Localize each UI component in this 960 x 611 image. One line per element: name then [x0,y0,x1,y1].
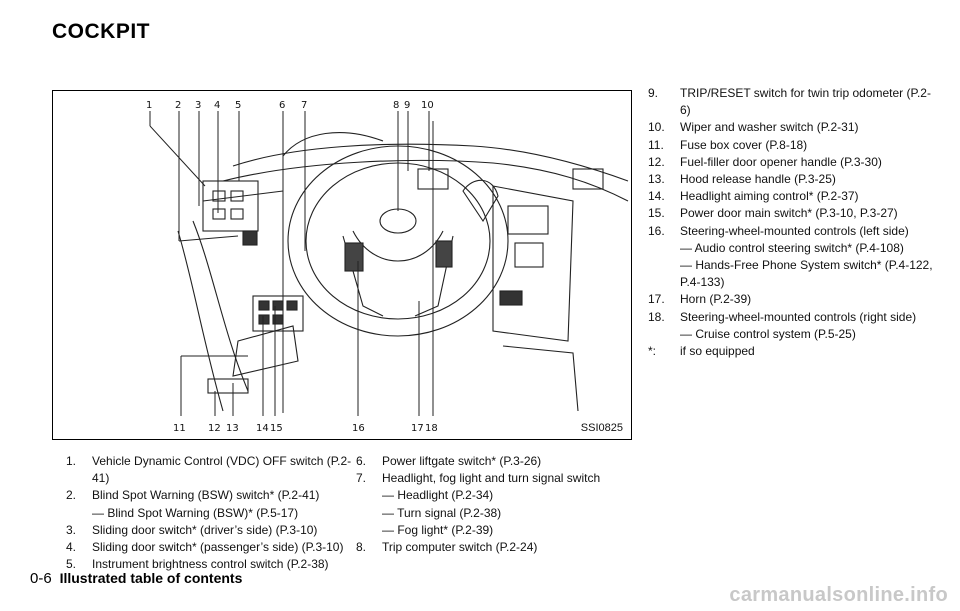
legend-item-text: Trip computer switch (P.2-24) [382,540,538,555]
legend-item: 9. TRIP/RESET switch for twin trip odomet… [648,85,938,119]
legend-item-text: Blind Spot Warning (BSW) switch* (P.2-41… [92,488,320,503]
legend-item-number: 2. [66,488,77,503]
legend-item: 3. Sliding door switch* (driver’s side) (… [66,522,366,539]
legend-item: 5. Instrument brightness control switch (… [66,556,366,573]
callout-13: 13 [226,423,239,434]
legend-column-1: 1. Vehicle Dynamic Control (VDC) OFF swit… [66,453,366,573]
legend-item-text: Wiper and washer switch (P.2-31) [680,120,859,135]
callout-11: 11 [173,423,186,434]
legend-item: 10. Wiper and washer switch (P.2-31) [648,119,938,136]
callout-1: 1 [146,100,152,111]
callout-8: 8 [393,100,399,111]
legend-item-number: 4. [66,540,77,555]
legend-item-text: Vehicle Dynamic Control (VDC) OFF switch… [92,454,352,486]
legend-subitem: Fog light* (P.2-39) [356,522,606,539]
callout-10: 10 [421,100,434,111]
legend-item-text: TRIP/RESET switch for twin trip odometer… [680,86,931,118]
legend-item: 6. Power liftgate switch* (P.3-26) [356,453,606,470]
legend-item: *: if so equipped [648,343,938,360]
legend-item: 17. Horn (P.2-39) [648,291,938,308]
legend-item-number: 5. [66,557,77,572]
section-title: COCKPIT [52,20,150,43]
legend-item-text: Sliding door switch* (passenger’s side) … [92,540,344,555]
legend-item: 18. Steering-wheel-mounted controls (righ… [648,309,938,326]
legend-subitem: Headlight (P.2-34) [356,487,606,504]
legend-item: 12. Fuel-filler door opener handle (P.3-3… [648,154,938,171]
legend-column-2: 6.Power liftgate switch* (P.3-26)7.Headl… [356,453,606,556]
legend-item-number: 18. [648,309,665,324]
legend-item-number: *: [648,344,657,359]
legend-item-text: Headlight, fog light and turn signal swi… [382,471,601,486]
callout-7: 7 [301,100,307,111]
legend-subitem: Cruise control system (P.5-25) [648,326,938,343]
callout-17: 17 [411,423,424,434]
legend-item-number: 3. [66,522,77,537]
callout-5: 5 [235,100,241,111]
callout-4: 4 [214,100,220,111]
legend-item-number: 11. [648,137,664,152]
legend-subitem: Blind Spot Warning (BSW)* (P.5-17) [66,505,366,522]
legend-item-number: 16. [648,223,665,238]
callout-6: 6 [279,100,285,111]
legend-item-text: Headlight aiming control* (P.2-37) [680,189,859,204]
callout-2: 2 [175,100,181,111]
callout-15: 15 [270,423,283,434]
legend-item: 11. Fuse box cover (P.8-18) [648,137,938,154]
legend-item: 2. Blind Spot Warning (BSW) switch* (P.2-… [66,487,366,504]
callout-9: 9 [404,100,410,111]
figure-code: SSI0825 [580,422,623,434]
legend-item-number: 6. [356,454,367,468]
legend-item-text: Power door main switch* (P.3-10, P.3-27) [680,206,898,221]
legend-item-text: Hood release handle (P.3-25) [680,172,836,187]
legend-item: 15. Power door main switch* (P.3-10, P.3-… [648,205,938,222]
legend-item-number: 15. [648,206,665,221]
legend-item-number: 10. [648,120,665,135]
callout-18: 18 [425,423,438,434]
legend-item-number: 9. [648,86,659,100]
legend-item-text: Fuse box cover (P.8-18) [680,137,808,152]
legend-item: 7. Headlight, fog light and turn signal s… [356,470,606,487]
legend-item-text: Sliding door switch* (driver’s side) (P.… [92,522,318,537]
legend-item: 14. Headlight aiming control* (P.2-37) [648,188,938,205]
callout-16: 16 [352,423,365,434]
legend-item: 16. Steering-wheel-mounted controls (left… [648,223,938,240]
legend-item-number: 13. [648,172,665,187]
callout-3: 3 [195,100,201,111]
legend-item-number: 17. [648,292,665,307]
legend-item-text: Instrument brightness control switch (P.… [92,557,329,572]
legend-item-text: Steering-wheel-mounted controls (right s… [680,309,917,324]
legend-item: 13. Hood release handle (P.3-25) [648,171,938,188]
legend-item-number: 1. [66,454,77,468]
legend-item-text: if so equipped [680,344,755,359]
legend-item: 8. Trip computer switch (P.2-24) [356,539,606,556]
watermark-text: carmanualsonline.info [729,584,948,606]
page-number: 0-6 [30,570,52,587]
cockpit-drawing: 1 2 3 4 5 6 7 8 9 10 11 12 13 14 15 16 1… [146,100,629,434]
legend-subitem: Turn signal (P.2-38) [356,505,606,522]
legend-item-text: Horn (P.2-39) [680,292,752,307]
legend-subitem: Audio control steering switch* (P.4-108) [648,240,938,257]
legend-item-number: 8. [356,540,367,555]
legend-column-3: 9. TRIP/RESET switch for twin trip odomet… [648,85,938,360]
legend-item-number: 7. [356,471,367,486]
page-footer: 0-6 Illustrated table of contents [30,570,242,587]
legend-item: 4. Sliding door switch* (passenger’s side… [66,539,366,556]
legend-subitem: Hands-Free Phone System switch* (P.4-122… [648,257,938,291]
legend-item-number: 12. [648,154,665,169]
legend-item-text: Power liftgate switch* (P.3-26) [382,454,542,468]
legend-item: 1. Vehicle Dynamic Control (VDC) OFF swit… [66,453,366,487]
cockpit-illustration: 1 2 3 4 5 6 7 8 9 10 11 12 13 14 15 16 1… [52,90,632,440]
footer-title: Illustrated table of contents [59,570,243,586]
legend-item-text: Fuel-filler door opener handle (P.3-30) [680,154,882,169]
legend-item-text: Steering-wheel-mounted controls (left si… [680,223,909,238]
callout-12: 12 [208,423,221,434]
callout-14: 14 [256,423,269,434]
legend-item-number: 14. [648,189,665,204]
